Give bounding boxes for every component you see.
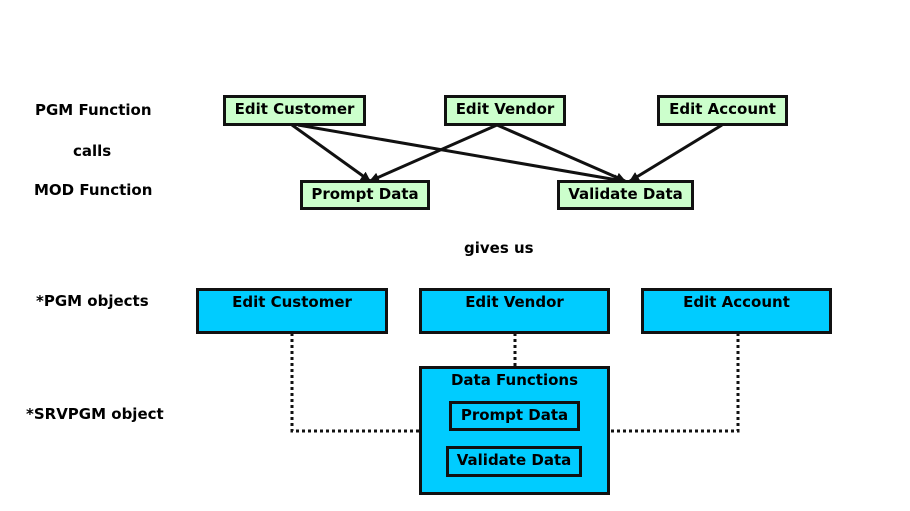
arrow-edit-customer-to-validate-data	[297, 123, 624, 185]
arrow-edit-vendor-to-validate-data	[496, 123, 626, 183]
pgm-function-edit-customer: Edit Customer	[223, 95, 366, 126]
mod-function-prompt-data: Prompt Data	[300, 180, 430, 210]
label-pgm-function: PGM Function	[35, 101, 152, 119]
label-srvpgm-object: *SRVPGM object	[26, 405, 164, 423]
binding-edit-account-to-srvpgm	[609, 333, 740, 433]
mod-function-validate-data: Validate Data	[557, 180, 694, 210]
arrow-edit-vendor-to-prompt-data	[369, 123, 498, 183]
pgm-object-edit-vendor: Edit Vendor	[419, 288, 610, 334]
binding-edit-customer-to-srvpgm	[290, 333, 420, 433]
arrow-edit-account-to-validate-data	[629, 123, 723, 183]
srvpgm-prompt-data: Prompt Data	[449, 401, 580, 431]
label-calls: calls	[73, 142, 112, 160]
pgm-object-edit-account: Edit Account	[641, 288, 832, 334]
pgm-function-edit-account: Edit Account	[657, 95, 788, 126]
arrow-edit-customer-to-prompt-data	[291, 123, 371, 183]
label-mod-function: MOD Function	[34, 181, 153, 199]
srvpgm-title: Data Functions	[450, 371, 579, 389]
pgm-object-edit-customer: Edit Customer	[196, 288, 388, 334]
label-gives-us: gives us	[464, 239, 534, 257]
pgm-function-edit-vendor: Edit Vendor	[444, 95, 566, 126]
label-pgm-objects: *PGM objects	[36, 292, 149, 310]
srvpgm-validate-data: Validate Data	[446, 446, 582, 477]
